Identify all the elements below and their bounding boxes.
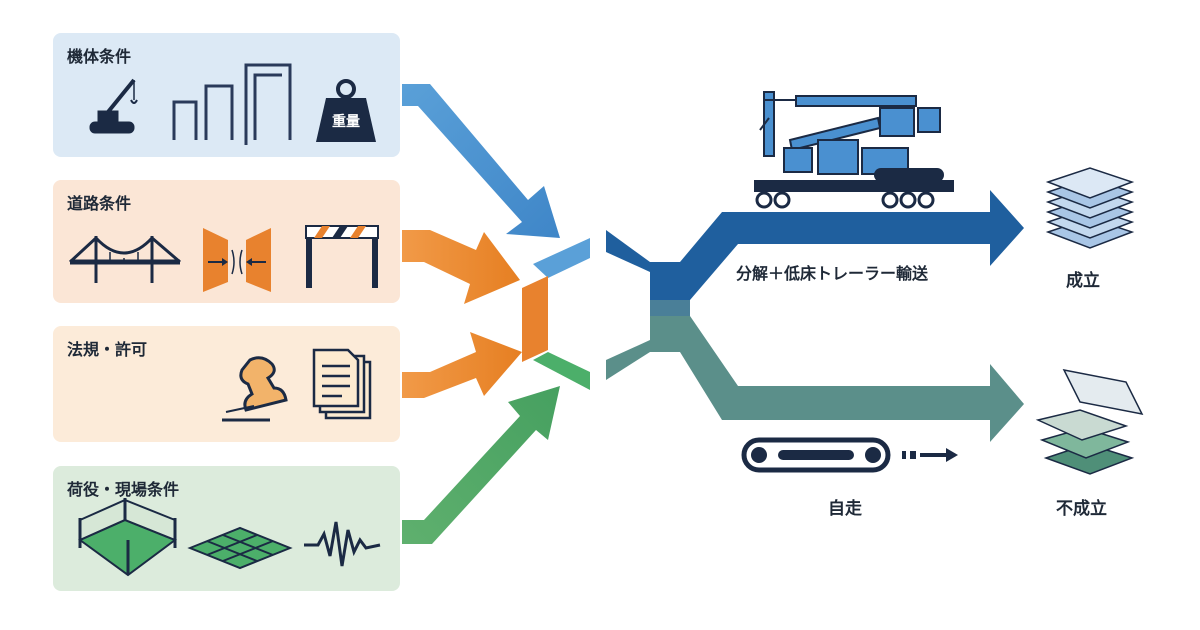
stacked-layers-icon [1045, 167, 1135, 249]
weight-icon: 重量 [316, 79, 376, 142]
trailer-crane-icon [754, 91, 954, 209]
crawler-track-icon [741, 437, 958, 473]
bridge-icon [68, 235, 181, 283]
upper-result-label: 成立 [1066, 271, 1100, 291]
narrow-road-icon [203, 228, 271, 292]
height-barrier-icon [305, 225, 379, 288]
gate-frames-icon [172, 63, 292, 145]
stamp-icon [222, 356, 288, 422]
lower-route-arrow [650, 316, 1024, 442]
vibration-icon [304, 521, 381, 567]
road-arrow [402, 230, 520, 304]
upper-route-label: 分解＋低床トレーラー輸送 [736, 264, 929, 283]
road-conditions-title: 道路条件 [67, 194, 132, 213]
crane-icon [89, 78, 138, 134]
lower-result-label: 不成立 [1056, 499, 1107, 519]
upper-route-arrow [650, 190, 1024, 300]
weight-label: 重量 [332, 113, 360, 130]
lower-route-label: 自走 [828, 499, 862, 519]
scattered-layers-icon [1035, 368, 1144, 475]
central-hub [522, 230, 650, 390]
law-permit-title: 法規・許可 [67, 340, 148, 359]
machine-conditions-title: 機体条件 [67, 47, 132, 66]
site-conditions-title: 荷役・現場条件 [67, 480, 180, 499]
law-arrow [402, 332, 522, 398]
machine-arrow [402, 84, 560, 238]
split-junction [650, 300, 690, 316]
site-arrow [402, 386, 560, 544]
ground-plates-icon [187, 526, 293, 570]
fenced-area-icon [78, 498, 178, 577]
documents-icon [312, 348, 372, 420]
